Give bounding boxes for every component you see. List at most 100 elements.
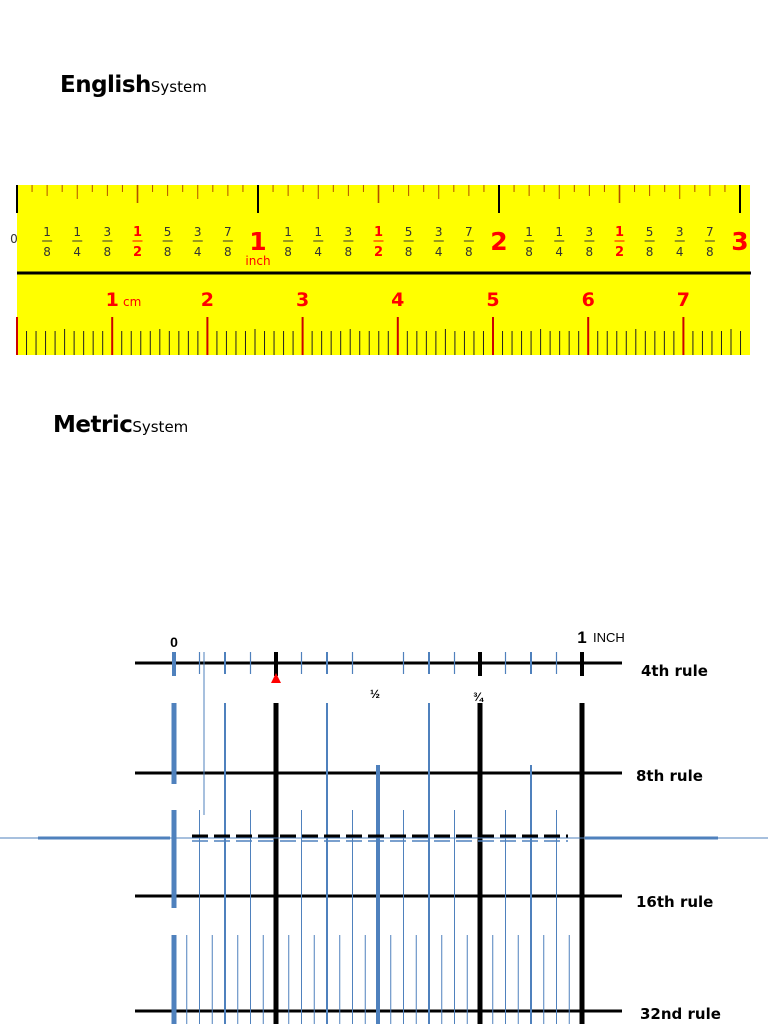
- fraction-denominator: 8: [706, 245, 714, 259]
- inch-fraction-label: 18: [524, 225, 535, 259]
- metric-heading-big: Metric: [53, 412, 133, 438]
- rule-label: 16th rule: [636, 893, 713, 911]
- cm-label: 6: [582, 289, 595, 311]
- inch-fraction-label: 58: [403, 225, 414, 259]
- inch-fraction-label: 12: [614, 225, 625, 260]
- fraction-numerator: 7: [706, 225, 714, 239]
- fraction-denominator: 4: [555, 245, 563, 259]
- fraction-numerator: 3: [435, 225, 443, 239]
- inch-fraction-label: 14: [313, 225, 324, 259]
- fraction-numerator: 1: [314, 225, 322, 239]
- fraction-numerator: 1: [555, 225, 563, 239]
- cm-label: 3: [296, 289, 309, 311]
- cm-unit-label: cm: [123, 295, 141, 309]
- cm-label: 7: [677, 289, 690, 311]
- fraction-numerator: 3: [194, 225, 202, 239]
- fraction-denominator: 8: [224, 245, 232, 259]
- fraction-numerator: 5: [405, 225, 413, 239]
- three-quarter-label: ¾: [473, 690, 484, 704]
- inch-fraction-label: 38: [102, 225, 113, 259]
- rule-mask: [393, 703, 423, 765]
- rule-mask: [486, 703, 576, 765]
- fraction-denominator: 8: [405, 245, 413, 259]
- inch-fraction-label: 14: [554, 225, 565, 259]
- fraction-denominator: 8: [104, 245, 112, 259]
- cm-label: 1: [106, 289, 119, 311]
- english-system-heading: English System: [60, 72, 207, 98]
- fraction-denominator: 8: [345, 245, 353, 259]
- fraction-denominator: 8: [284, 245, 292, 259]
- inch-zero-label: 0: [10, 232, 18, 246]
- rule-mask: [333, 703, 389, 765]
- tape-background: [17, 185, 750, 355]
- rule-mask: [437, 703, 475, 765]
- inch-unit-label: inch: [245, 254, 270, 268]
- inch-fraction-label: 34: [433, 225, 444, 259]
- fraction-denominator: 4: [73, 245, 81, 259]
- fraction-numerator: 3: [104, 225, 112, 239]
- fraction-numerator: 5: [646, 225, 654, 239]
- fraction-denominator: 8: [646, 245, 654, 259]
- inch-fraction-label: 38: [343, 225, 354, 259]
- fraction-numerator: 1: [133, 225, 142, 240]
- inch-whole-label: 2: [490, 227, 507, 256]
- fraction-numerator: 1: [615, 225, 624, 240]
- fraction-numerator: 7: [465, 225, 473, 239]
- inch-fraction-label: 58: [162, 225, 173, 259]
- fraction-numerator: 1: [374, 225, 383, 240]
- english-heading-big: English: [60, 72, 151, 98]
- inch-fraction-label: 34: [192, 225, 203, 259]
- rule-label: 8th rule: [636, 767, 703, 785]
- inch-whole-label: 1: [249, 227, 266, 256]
- fraction-denominator: 2: [615, 245, 624, 260]
- inch-fraction-label: 14: [72, 225, 83, 259]
- metric-system-heading: Metric System: [53, 412, 188, 438]
- inch-fraction-label: 12: [373, 225, 384, 260]
- fraction-numerator: 3: [676, 225, 684, 239]
- inch-label: INCH: [593, 630, 625, 645]
- fraction-denominator: 4: [314, 245, 322, 259]
- inch-fraction-label: 18: [283, 225, 294, 259]
- one-label: 1: [577, 628, 586, 647]
- fraction-numerator: 1: [525, 225, 533, 239]
- cm-label: 5: [486, 289, 499, 311]
- inch-fraction-label: 78: [222, 225, 233, 259]
- inch-fraction-label: 18: [42, 225, 53, 259]
- fraction-numerator: 1: [43, 225, 51, 239]
- metric-heading-small: System: [132, 418, 189, 436]
- fraction-denominator: 2: [133, 245, 142, 260]
- inch-fraction-label: 78: [463, 225, 474, 259]
- fraction-denominator: 8: [43, 245, 51, 259]
- rule-mask: [282, 703, 320, 765]
- inch-fraction-label: 58: [644, 225, 655, 259]
- inch-fraction-label: 78: [704, 225, 715, 259]
- fraction-denominator: 8: [164, 245, 172, 259]
- fraction-denominator: 8: [465, 245, 473, 259]
- inch-whole-label: 3: [731, 227, 748, 256]
- english-heading-small: System: [150, 78, 207, 96]
- inch-fraction-label: 38: [584, 225, 595, 259]
- fraction-numerator: 3: [345, 225, 353, 239]
- fraction-numerator: 7: [224, 225, 232, 239]
- fraction-denominator: 4: [194, 245, 202, 259]
- cm-label: 4: [391, 289, 404, 311]
- fraction-denominator: 8: [525, 245, 533, 259]
- fraction-denominator: 8: [586, 245, 594, 259]
- fraction-numerator: 3: [586, 225, 594, 239]
- fraction-denominator: 2: [374, 245, 383, 260]
- marker-triangle: [271, 673, 281, 683]
- zero-label: 0: [170, 634, 178, 650]
- cm-label: 2: [201, 289, 214, 311]
- fraction-denominator: 4: [435, 245, 443, 259]
- half-label: ½: [370, 687, 380, 701]
- inch-fraction-label: 12: [132, 225, 143, 260]
- rule-label: 4th rule: [641, 662, 708, 680]
- fraction-numerator: 1: [284, 225, 292, 239]
- fraction-denominator: 4: [676, 245, 684, 259]
- fraction-numerator: 1: [73, 225, 81, 239]
- rule-label: 32nd rule: [640, 1005, 721, 1023]
- fraction-numerator: 5: [164, 225, 172, 239]
- inch-fraction-label: 34: [674, 225, 685, 259]
